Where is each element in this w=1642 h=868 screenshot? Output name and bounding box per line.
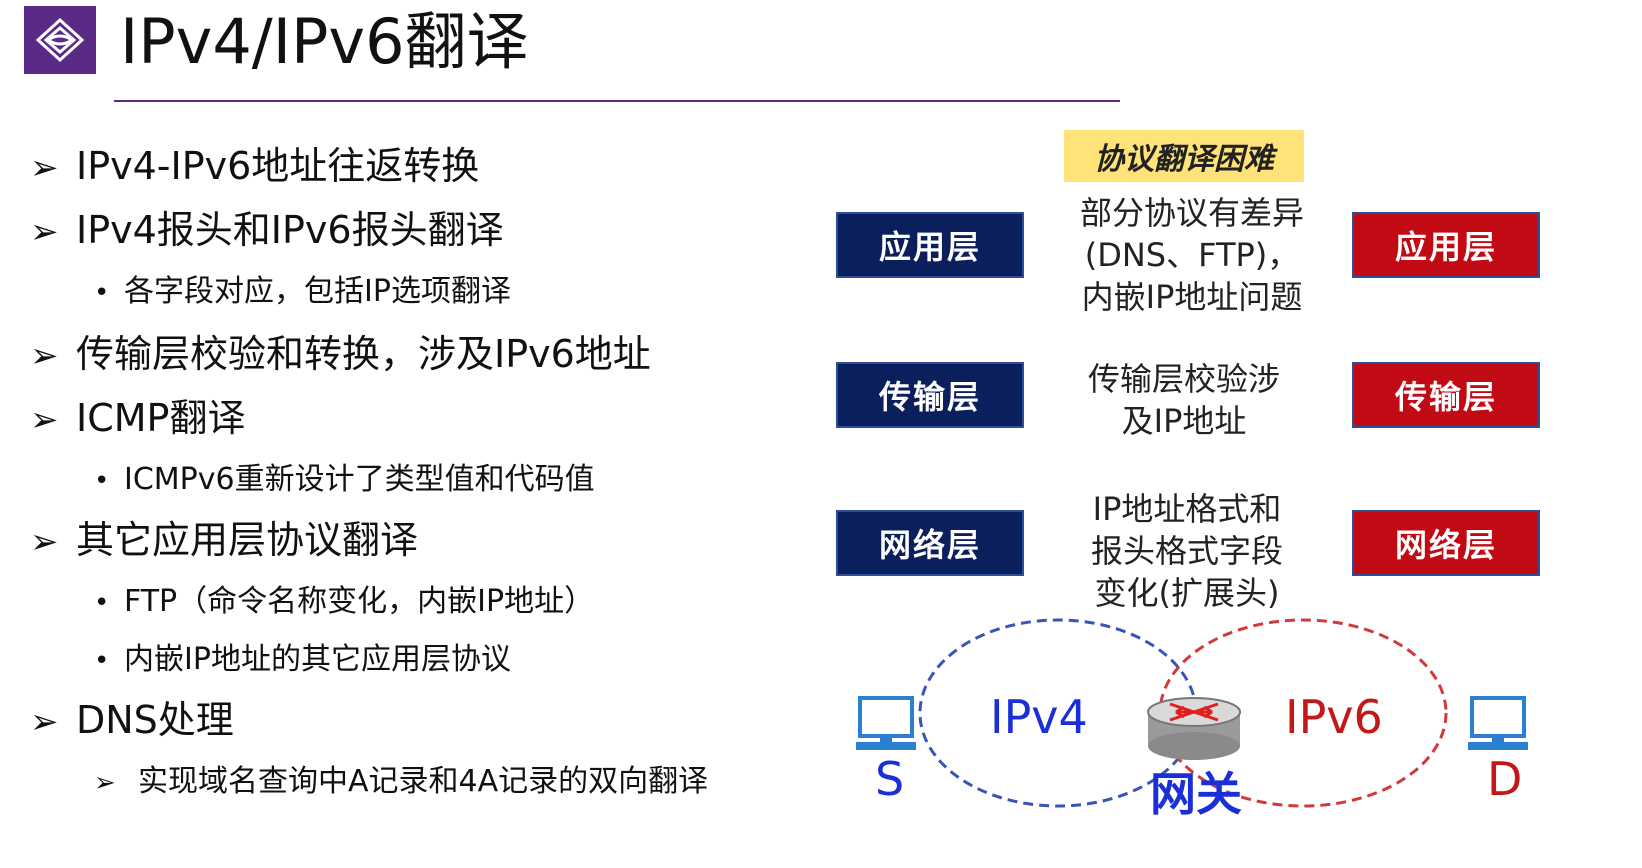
arrow-bullet-icon: ➢ [30, 336, 59, 376]
application-note: 部分协议有差异 (DNS、FTP)， 内嵌IP地址问题 [1062, 192, 1322, 318]
highlight-label: 协议翻译困难 [1064, 130, 1304, 182]
left-transport-layer: 传输层 [836, 362, 1024, 428]
network-diagram [856, 618, 1528, 808]
sub-bullet-text: 各字段对应，包括IP选项翻译 [124, 274, 511, 309]
note-line: 报头格式字段 [1090, 532, 1283, 570]
page-title: IPv4/IPv6翻译 [120, 5, 529, 78]
arrow-bullet-icon: ➢ [94, 768, 116, 798]
dot-bullet-icon: • [94, 466, 110, 496]
right-transport-layer: 传输层 [1352, 362, 1540, 428]
gateway-label: 网关 [1150, 767, 1242, 821]
sub-bullet-text: FTP（命令名称变化，内嵌IP地址） [124, 584, 595, 619]
dot-bullet-icon: • [94, 588, 110, 618]
network-note: IP地址格式和 报头格式字段 变化(扩展头) [1062, 488, 1312, 614]
arrow-bullet-icon: ➢ [30, 702, 59, 742]
bullet-text: DNS处理 [76, 698, 234, 742]
sub-bullet-text: 实现域名查询中A记录和4A记录的双向翻译 [138, 764, 709, 799]
bullet-text: IPv4报头和IPv6报头翻译 [76, 208, 504, 252]
bullet-item: ➢ IPv4报头和IPv6报头翻译 [30, 206, 504, 256]
note-line: 传输层校验涉 [1087, 360, 1280, 398]
bullet-text: 传输层校验和转换，涉及IPv6地址 [76, 332, 651, 376]
computer-icon [1468, 696, 1528, 750]
sub-bullet-item: • 内嵌IP地址的其它应用层协议 [94, 640, 511, 681]
note-line: 变化(扩展头) [1094, 574, 1280, 612]
arrow-bullet-icon: ➢ [30, 148, 59, 188]
bullet-item: ➢ 其它应用层协议翻译 [30, 516, 418, 566]
bullet-item: ➢ DNS处理 [30, 696, 234, 746]
dest-label: D [1487, 752, 1523, 806]
sub-bullet-item: • ICMPv6重新设计了类型值和代码值 [94, 460, 595, 501]
ipv6-label: IPv6 [1285, 690, 1383, 744]
arrow-bullet-icon: ➢ [30, 522, 59, 562]
left-application-layer: 应用层 [836, 212, 1024, 278]
source-label: S [875, 752, 905, 806]
sub-bullet-item: ➢ 实现域名查询中A记录和4A记录的双向翻译 [94, 762, 708, 803]
note-line: 及IP地址 [1121, 402, 1247, 440]
logo-icon [24, 6, 96, 74]
sub-bullet-text: 内嵌IP地址的其它应用层协议 [124, 642, 511, 677]
transport-note: 传输层校验涉 及IP地址 [1062, 358, 1306, 442]
sub-bullet-item: • 各字段对应，包括IP选项翻译 [94, 272, 511, 313]
bullet-text: ICMP翻译 [76, 396, 246, 440]
bullet-text: 其它应用层协议翻译 [76, 518, 419, 562]
bullet-item: ➢ 传输层校验和转换，涉及IPv6地址 [30, 330, 651, 380]
sub-bullet-item: • FTP（命令名称变化，内嵌IP地址） [94, 582, 594, 623]
bullet-item: ➢ IPv4-IPv6地址往返转换 [30, 142, 479, 192]
right-application-layer: 应用层 [1352, 212, 1540, 278]
arrow-bullet-icon: ➢ [30, 212, 59, 252]
right-network-layer: 网络层 [1352, 510, 1540, 576]
left-network-layer: 网络层 [836, 510, 1024, 576]
bullet-text: IPv4-IPv6地址往返转换 [76, 144, 480, 188]
dot-bullet-icon: • [94, 278, 110, 308]
purple-emblem-icon [24, 6, 96, 74]
arrow-bullet-icon: ➢ [30, 400, 59, 440]
note-line: IP地址格式和 [1092, 490, 1282, 528]
dot-bullet-icon: • [94, 646, 110, 676]
note-line: (DNS、FTP)， [1084, 236, 1300, 274]
computer-icon [856, 696, 916, 750]
note-line: 内嵌IP地址问题 [1081, 278, 1303, 316]
sub-bullet-text: ICMPv6重新设计了类型值和代码值 [124, 462, 595, 497]
title-divider [114, 100, 1120, 102]
bullet-item: ➢ ICMP翻译 [30, 394, 245, 444]
note-line: 部分协议有差异 [1079, 194, 1304, 232]
router-icon [1147, 697, 1241, 760]
ipv4-label: IPv4 [990, 690, 1088, 744]
